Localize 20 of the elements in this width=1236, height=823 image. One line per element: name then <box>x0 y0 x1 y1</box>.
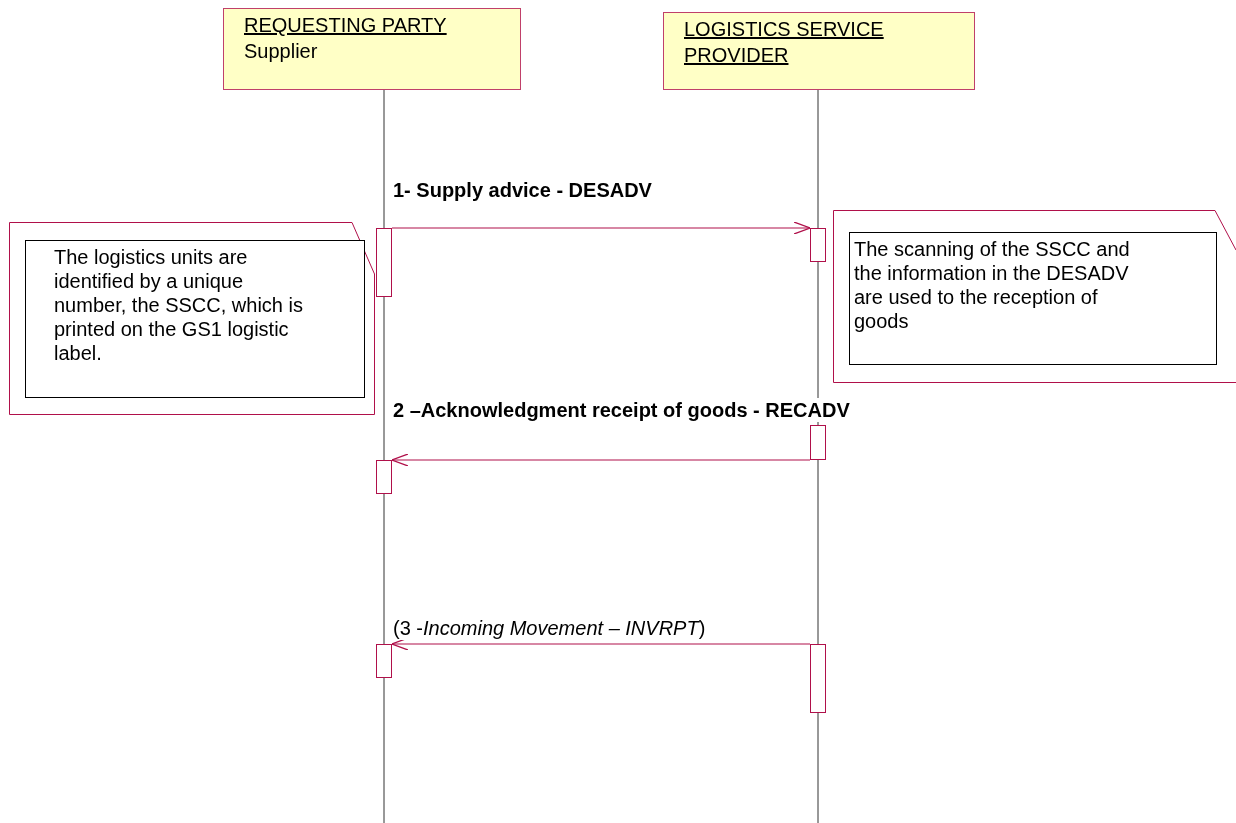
participant-box <box>663 12 975 90</box>
note-box <box>849 232 1217 365</box>
activation-bar <box>376 228 392 297</box>
activation-bar <box>810 228 826 262</box>
activation-bar <box>810 425 826 460</box>
note-text: The logistics units are identified by a unique number, the SSCC, which is printed on the GS1 logistic label. <box>54 246 303 364</box>
note-frame <box>9 222 375 415</box>
activation-bar <box>376 644 392 678</box>
note-text: The scanning of the SSCC and the information in the DESADV are used to the reception of goods <box>854 238 1130 332</box>
message-arrow <box>391 453 811 467</box>
participant-role: Supplier <box>244 40 318 62</box>
note-box <box>25 240 365 398</box>
message-arrow <box>391 221 811 235</box>
message-label: 2 –Acknowledgment receipt of goods - RECADV <box>393 398 850 422</box>
participant-name: LOGISTICS SERVICE PROVIDER <box>684 18 884 66</box>
participant-box <box>223 8 521 90</box>
activation-bar <box>376 460 392 494</box>
activation-bar <box>810 644 826 713</box>
note-frame <box>833 210 1236 383</box>
participant-name: REQUESTING PARTY <box>244 14 447 36</box>
